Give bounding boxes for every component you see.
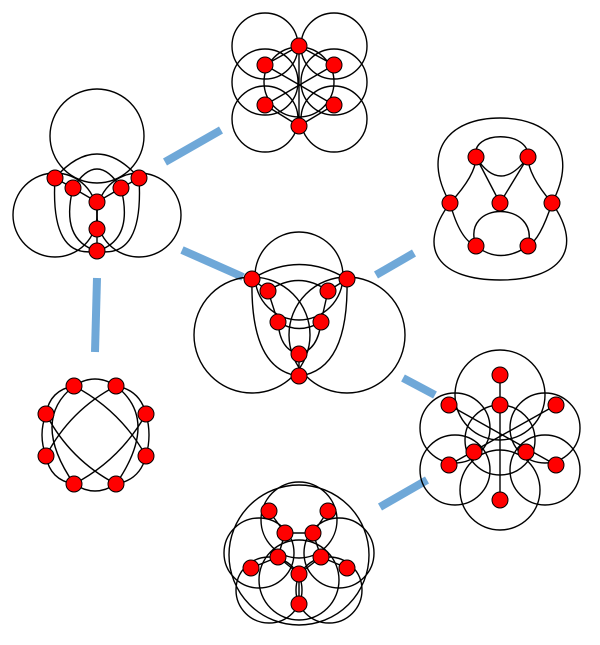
node [338,270,356,288]
node [65,475,83,493]
node [290,345,308,363]
node [243,270,261,288]
node [269,313,287,331]
node-group [243,270,356,385]
node [290,595,308,613]
node [319,282,337,300]
node [491,194,509,212]
graph-layout-upper-right [433,117,568,281]
node [137,405,155,423]
node [467,237,485,255]
node [290,565,308,583]
node [519,237,537,255]
node [467,148,485,166]
node [304,524,322,542]
node [319,502,337,520]
node [312,548,330,566]
node [88,193,106,211]
node-group [441,148,561,255]
connector-layout6-layout7 [378,476,429,511]
node-group [46,169,148,260]
connector-layout3-layout4 [373,249,417,279]
node [547,396,565,414]
node [107,377,125,395]
node [88,242,106,260]
node [130,169,148,187]
node [547,456,565,474]
node [37,405,55,423]
node [441,194,459,212]
connectors [91,126,437,511]
node [338,559,356,577]
node [325,56,343,74]
node [325,96,343,114]
node-group [242,502,356,613]
graph-layout-upper-left [12,88,182,260]
node [440,396,458,414]
node [290,367,308,385]
node [65,377,83,395]
node [137,447,155,465]
graph-layout-lower-left [37,377,155,493]
node [543,194,561,212]
node [260,502,278,520]
connector-layout2-layout4 [180,246,245,281]
connector-layout4-layout6 [401,374,437,399]
node [312,313,330,331]
node [256,56,274,74]
node [269,548,287,566]
node [88,220,106,238]
node [46,169,64,187]
node [491,396,509,414]
node [259,282,277,300]
graph-layout-bottom-center [223,481,375,626]
connector-layout2-layout5 [91,277,101,353]
node [37,447,55,465]
node [276,524,294,542]
node [440,456,458,474]
graph-layout-top-center [231,12,368,153]
node [519,148,537,166]
node [107,475,125,493]
node [290,117,308,135]
node-group [256,37,343,135]
node [290,37,308,55]
node [242,559,260,577]
graph-layout-lower-right [419,349,581,531]
connector-layout1-layout2 [163,126,223,166]
node [491,366,509,384]
node [112,179,130,197]
node-group [37,377,155,493]
node [465,443,483,461]
node-group [440,366,565,509]
node [491,491,509,509]
node [256,96,274,114]
graph-layout-center [193,231,406,394]
node [64,179,82,197]
node [517,443,535,461]
